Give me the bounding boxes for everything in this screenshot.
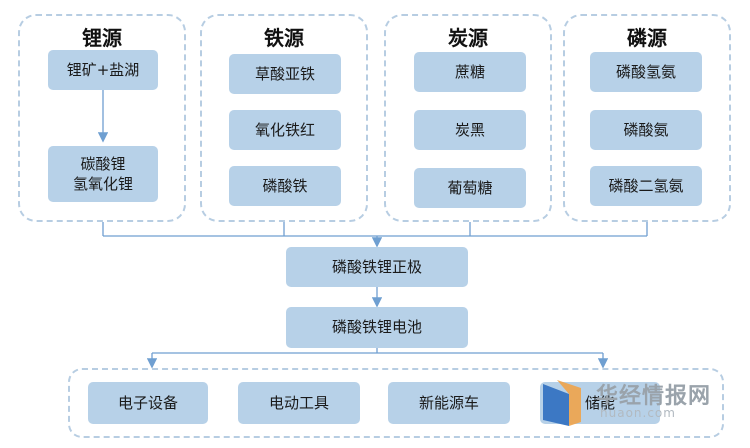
applications-group (68, 368, 724, 438)
carbon-node-2: 炭黑 (414, 110, 526, 150)
phosphorus-source-group: 磷源 (563, 14, 731, 222)
iron-node-2: 氧化铁红 (229, 110, 341, 150)
iron-node-1: 草酸亚铁 (229, 54, 341, 94)
application-new-energy-vehicles: 新能源车 (388, 382, 510, 424)
iron-source-group: 铁源 (200, 14, 368, 222)
lithium-source-title: 锂源 (82, 26, 122, 50)
phosphorus-node-3: 磷酸二氢氨 (590, 166, 702, 206)
watermark-logo-icon (543, 380, 581, 426)
iron-source-title: 铁源 (264, 26, 304, 50)
application-power-tools: 电动工具 (238, 382, 360, 424)
phosphorus-node-1: 磷酸氢氨 (590, 52, 702, 92)
application-electronics: 电子设备 (88, 382, 208, 424)
carbon-node-1: 蔗糖 (414, 52, 526, 92)
lithium-node-compounds: 碳酸锂 氢氧化锂 (48, 146, 158, 202)
cathode-node: 磷酸铁锂正极 (286, 247, 468, 287)
battery-node: 磷酸铁锂电池 (286, 307, 468, 348)
phosphorus-source-title: 磷源 (627, 26, 667, 50)
watermark-text: 华经情报网 (596, 384, 712, 409)
carbon-source-group: 炭源 (384, 14, 552, 222)
carbon-node-3: 葡萄糖 (414, 168, 526, 208)
lithium-node-ore: 锂矿+盐湖 (48, 50, 158, 90)
phosphorus-node-2: 磷酸氨 (590, 110, 702, 150)
watermark-url: huaon.com (600, 406, 676, 420)
iron-node-3: 磷酸铁 (229, 166, 341, 206)
carbon-source-title: 炭源 (448, 26, 488, 50)
lithium-source-group: 锂源 (18, 14, 186, 222)
